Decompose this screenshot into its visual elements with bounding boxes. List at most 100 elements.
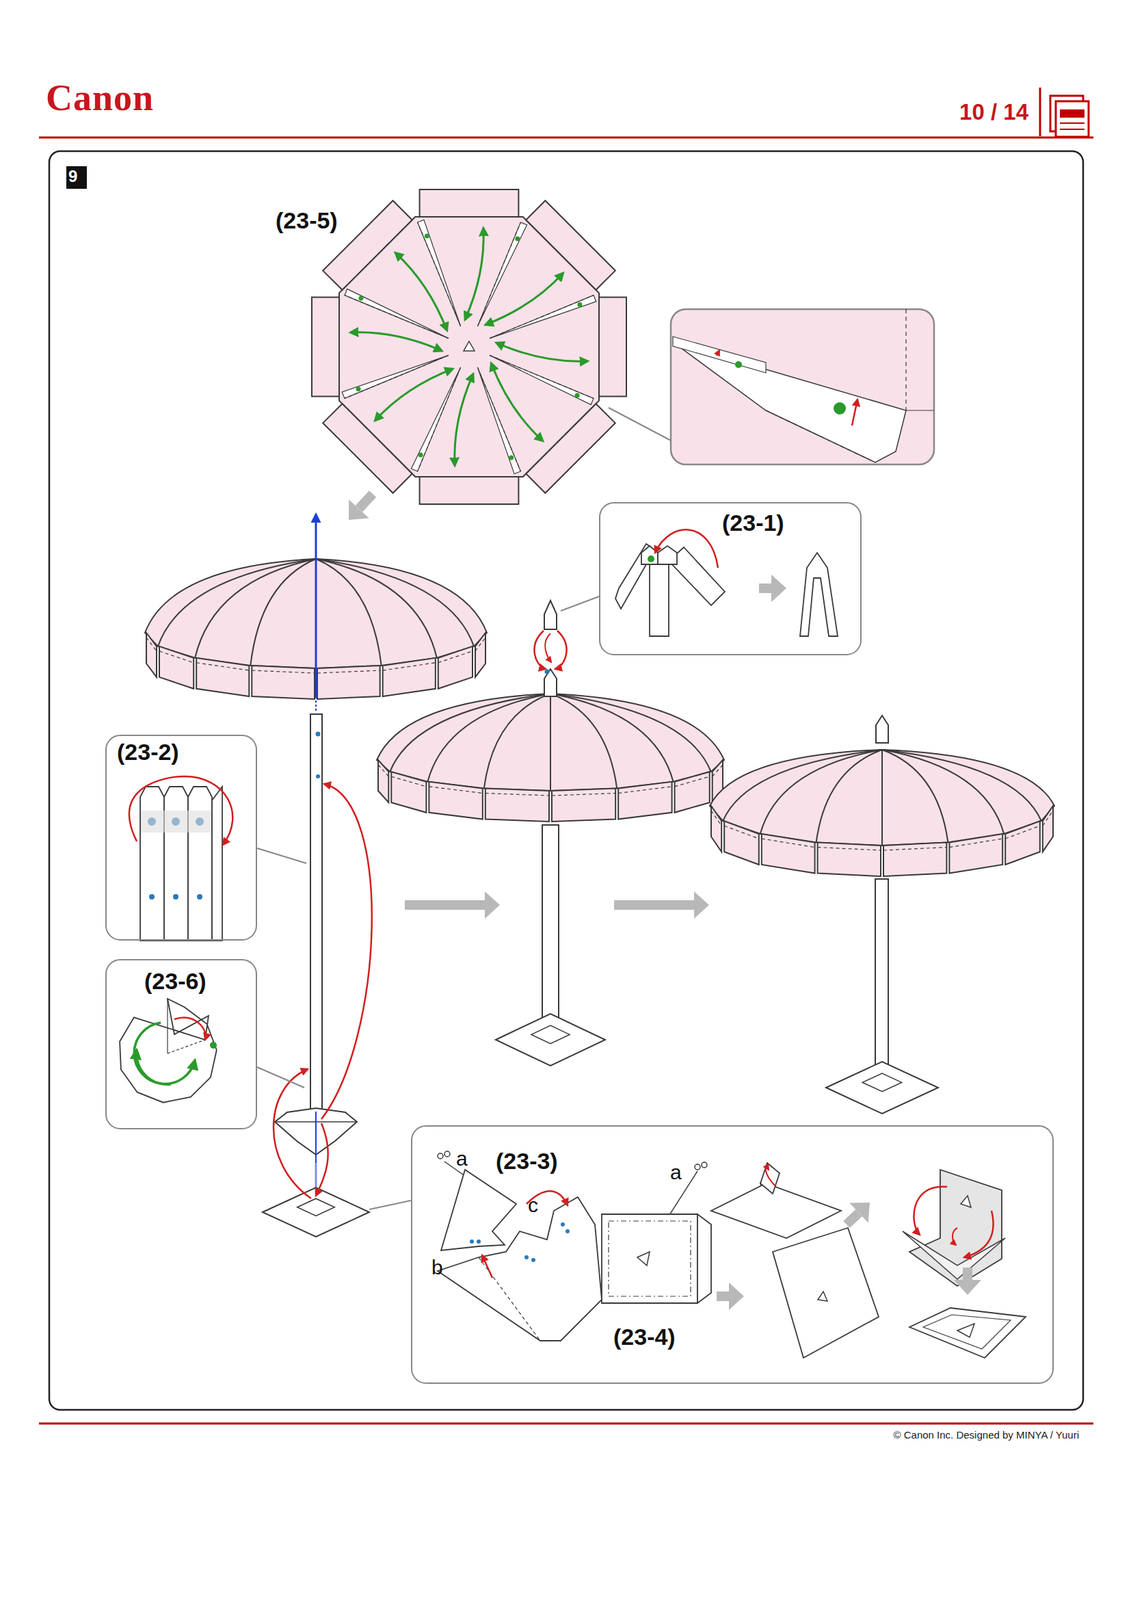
green-arrow <box>496 342 589 362</box>
fold-line <box>489 295 594 339</box>
leader-line <box>257 847 307 863</box>
fold-line <box>905 309 907 411</box>
canopy-tab <box>311 297 340 397</box>
leader-line <box>560 596 600 611</box>
umbrella-rib <box>315 558 437 658</box>
umbrella-flap <box>761 833 816 874</box>
page-icon <box>1055 101 1089 137</box>
scissors <box>701 1161 708 1168</box>
center-mark <box>463 341 475 351</box>
umbrella-flap <box>475 632 486 677</box>
umbrella-rib <box>315 558 474 647</box>
glue-dot <box>476 1239 481 1244</box>
header-rule <box>38 136 1094 139</box>
fold-line <box>551 793 616 796</box>
cut-line <box>166 998 168 1054</box>
step-arrow <box>846 1212 859 1224</box>
umbrella-flap <box>317 665 381 699</box>
umbrella-base <box>826 1061 939 1114</box>
callout-box: (23-2) <box>105 734 258 941</box>
step-arrow-head <box>694 890 710 919</box>
fold-line <box>428 786 483 794</box>
scissors <box>444 1150 450 1157</box>
center-mark <box>817 1291 828 1301</box>
glue-dot <box>833 402 846 415</box>
canopy-tab <box>419 189 520 217</box>
glue-dot <box>524 1254 529 1259</box>
fold-line <box>485 793 550 796</box>
callout-box: (23-6) <box>105 958 258 1129</box>
fold-line <box>146 637 157 651</box>
leader-line <box>257 1066 305 1088</box>
callout-number: (23-2) <box>116 739 180 765</box>
glue-dot <box>149 893 155 900</box>
fold-line <box>883 847 947 850</box>
fold-line <box>378 764 389 777</box>
glue-dot <box>544 669 550 675</box>
scissors <box>694 1163 701 1170</box>
glue-dot <box>560 1221 565 1227</box>
red-arrow <box>482 1254 493 1278</box>
canopy-tab <box>322 403 413 494</box>
green-arrow <box>464 227 484 320</box>
callout-box: (23-1) <box>599 501 862 656</box>
scissors <box>437 1152 444 1159</box>
red-arrow <box>129 776 233 845</box>
base-part <box>437 1196 602 1341</box>
flap <box>760 1162 780 1194</box>
fold-line <box>339 400 416 477</box>
page-icon-line <box>1059 122 1085 124</box>
center-mark <box>957 1323 975 1337</box>
step-arrow-head <box>771 574 787 602</box>
red-arrow <box>321 783 372 1119</box>
umbrella-rib <box>881 749 883 846</box>
tray <box>909 1307 1026 1358</box>
canopy-pattern <box>339 216 600 477</box>
glue-slot <box>341 354 449 398</box>
umbrella-flap <box>378 759 389 803</box>
callout-number: (23-6) <box>144 968 207 994</box>
zoom-box <box>670 309 935 465</box>
finial <box>544 668 557 697</box>
umbrella-flap <box>485 788 550 822</box>
fold-line <box>477 367 521 472</box>
glue-dot <box>173 893 179 900</box>
umbrella-rib <box>250 558 316 666</box>
glue-dot <box>531 1257 536 1262</box>
glue-dot <box>647 555 655 563</box>
step-arrow <box>358 493 373 509</box>
green-arrow <box>395 252 448 331</box>
fold-line <box>338 292 340 401</box>
red-arrow <box>765 1167 777 1187</box>
flap <box>697 1213 712 1303</box>
glue-dot <box>358 296 364 301</box>
page-icon-bar <box>1059 109 1085 118</box>
fold-line <box>765 410 876 463</box>
umbrella-flap <box>674 771 710 813</box>
umbrella-rib <box>760 749 883 834</box>
fold-line <box>339 216 416 293</box>
glue-dot <box>469 1239 474 1244</box>
blue-arrow <box>315 514 318 698</box>
fold-line <box>344 354 449 398</box>
step-badge: 9 <box>66 166 87 189</box>
glue-dot <box>424 233 430 239</box>
leader-line <box>608 407 673 442</box>
fold-line <box>1042 810 1054 826</box>
base-square <box>601 1213 698 1303</box>
step-arrow-head <box>728 1282 744 1310</box>
callout-box: a(23-3)acb(23-4) <box>410 1124 1054 1384</box>
canopy-tab <box>525 403 616 494</box>
umbrella-rib <box>194 558 316 658</box>
green-arrow <box>350 332 442 351</box>
cut-line <box>906 409 935 411</box>
step-arrow-head <box>953 1279 982 1295</box>
red-arrow <box>273 1068 312 1199</box>
fold-line <box>711 810 722 826</box>
finial <box>875 715 889 743</box>
fold-line <box>724 825 760 839</box>
tray-inner <box>923 1314 1011 1349</box>
red-arrow <box>964 1210 994 1257</box>
